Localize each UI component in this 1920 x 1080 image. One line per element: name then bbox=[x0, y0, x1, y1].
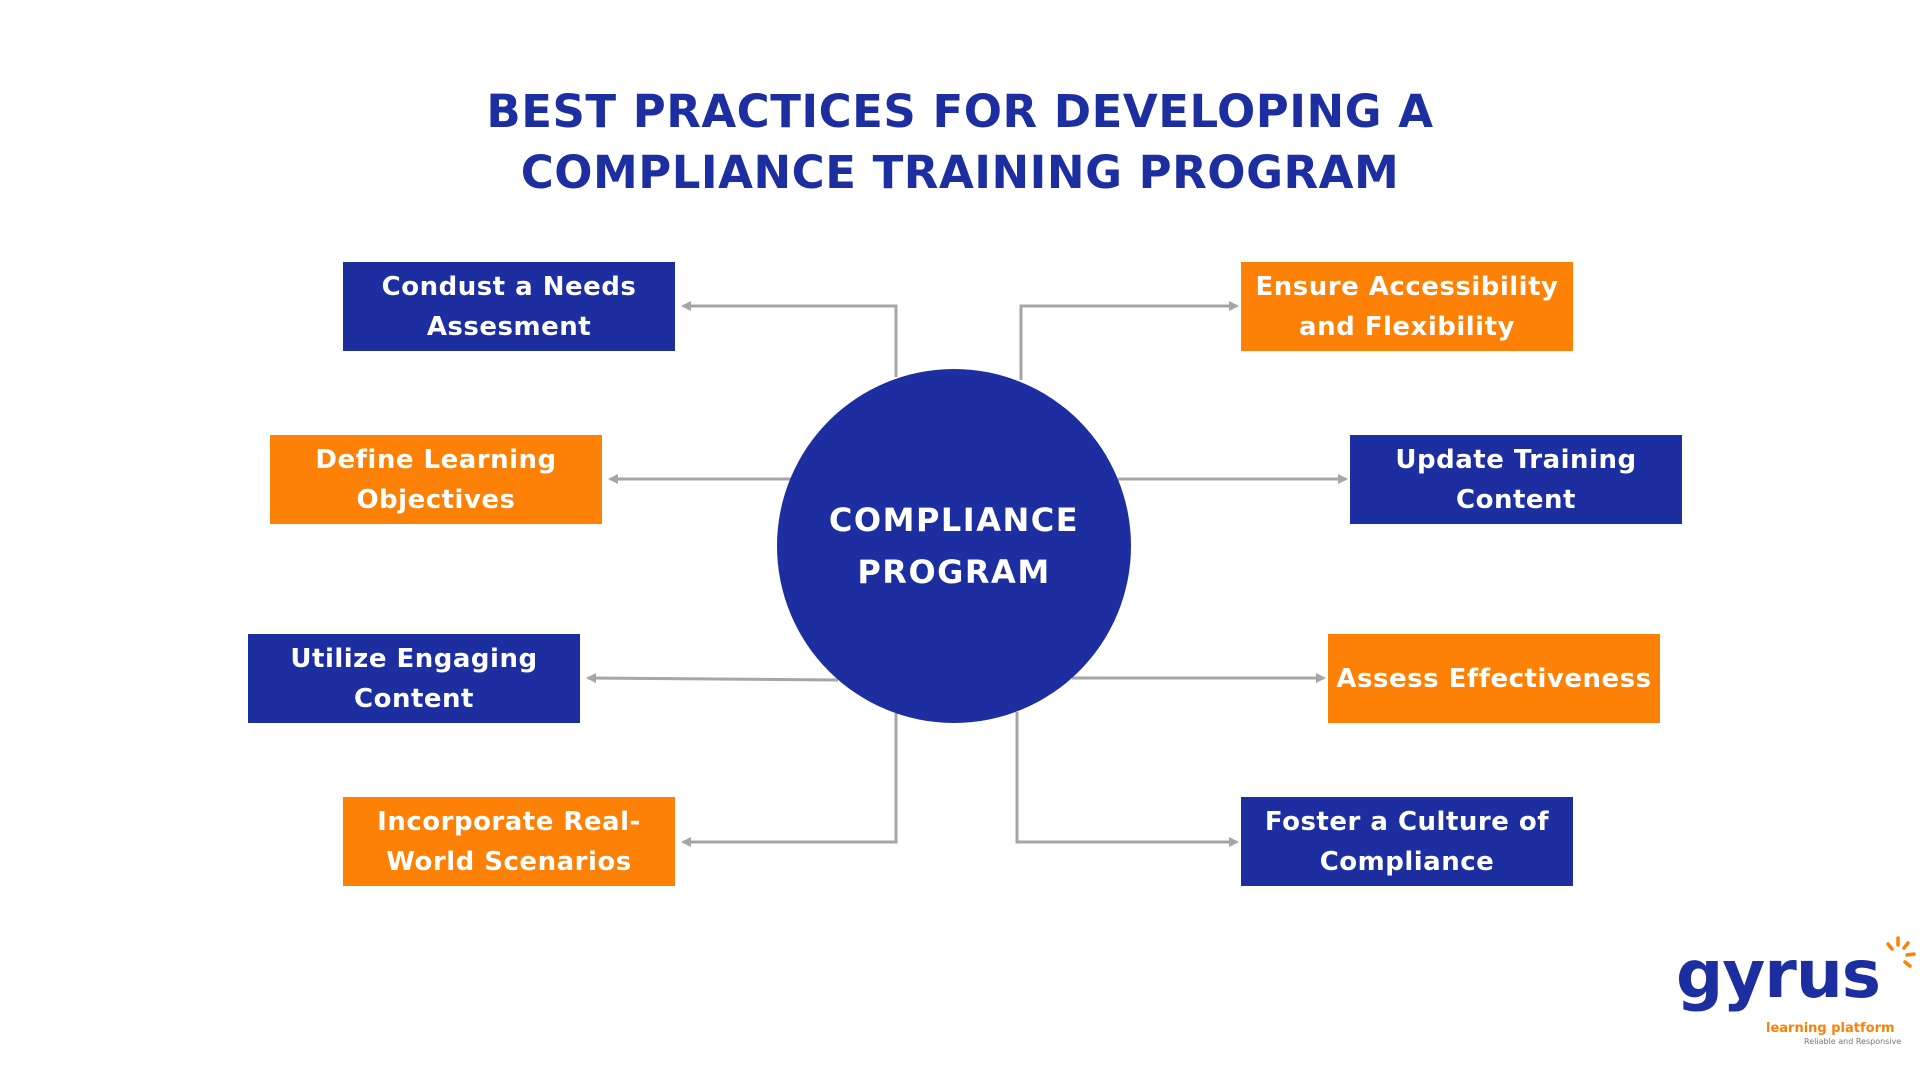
practice-box-line-2: Content bbox=[1456, 484, 1576, 515]
practice-box-line-2: and Flexibility bbox=[1299, 311, 1515, 342]
practice-box-real-world-scenarios: Incorporate Real- World Scenarios bbox=[343, 797, 675, 886]
practice-box-needs-assessment: Condust a Needs Assesment bbox=[343, 262, 675, 351]
logo-tagline: learning platform bbox=[1766, 1021, 1895, 1036]
connector-access bbox=[1019, 301, 1239, 380]
practice-box-line-2: Assesment bbox=[426, 311, 592, 342]
practice-box-accessibility: Ensure Accessibility and Flexibility bbox=[1241, 262, 1573, 351]
practice-box-line-1: Ensure Accessibility bbox=[1255, 271, 1559, 302]
practice-box-line-1: Condust a Needs bbox=[381, 271, 637, 302]
practice-box-line-1: Update Training bbox=[1395, 444, 1637, 475]
connector-needs bbox=[681, 301, 898, 377]
center-node: COMPLIANCE PROGRAM bbox=[777, 369, 1131, 723]
practice-box-line-1: Utilize Engaging bbox=[290, 643, 538, 674]
page-title-line-2: COMPLIANCE TRAINING PROGRAM bbox=[520, 146, 1400, 199]
center-node-line-1: COMPLIANCE bbox=[828, 501, 1080, 539]
practice-box-line-2: Objectives bbox=[356, 484, 516, 515]
center-node-line-2: PROGRAM bbox=[857, 553, 1051, 591]
practice-box-line-2: World Scenarios bbox=[386, 846, 632, 877]
spark-icon bbox=[1886, 936, 1916, 968]
practice-box-line-1: Incorporate Real- bbox=[377, 806, 641, 837]
connector-engaging bbox=[586, 673, 839, 684]
connector-culture bbox=[1015, 712, 1239, 847]
logo-wordmark: gyrus bbox=[1676, 936, 1881, 1013]
connector-realworld bbox=[681, 713, 898, 847]
practice-box-line-1: Assess Effectiveness bbox=[1336, 663, 1652, 694]
practice-box-culture-of-compliance: Foster a Culture of Compliance bbox=[1241, 797, 1573, 886]
gyrus-logo: gyrus learning platform Reliable and Res… bbox=[1670, 936, 1920, 1050]
practice-box-line-2: Content bbox=[354, 683, 474, 714]
practice-box-engaging-content: Utilize Engaging Content bbox=[248, 634, 580, 723]
practice-box-line-1: Define Learning bbox=[315, 444, 557, 475]
practice-box-line-2: Compliance bbox=[1319, 846, 1495, 877]
practice-box-update-content: Update Training Content bbox=[1350, 435, 1682, 524]
practice-box-learning-objectives: Define Learning Objectives bbox=[270, 435, 602, 524]
practice-box-assess-effectiveness: Assess Effectiveness bbox=[1328, 634, 1660, 723]
page-title-line-1: BEST PRACTICES FOR DEVELOPING A bbox=[486, 85, 1434, 138]
logo-subtag: Reliable and Responsive bbox=[1804, 1037, 1902, 1046]
practice-box-line-1: Foster a Culture of bbox=[1264, 806, 1550, 837]
